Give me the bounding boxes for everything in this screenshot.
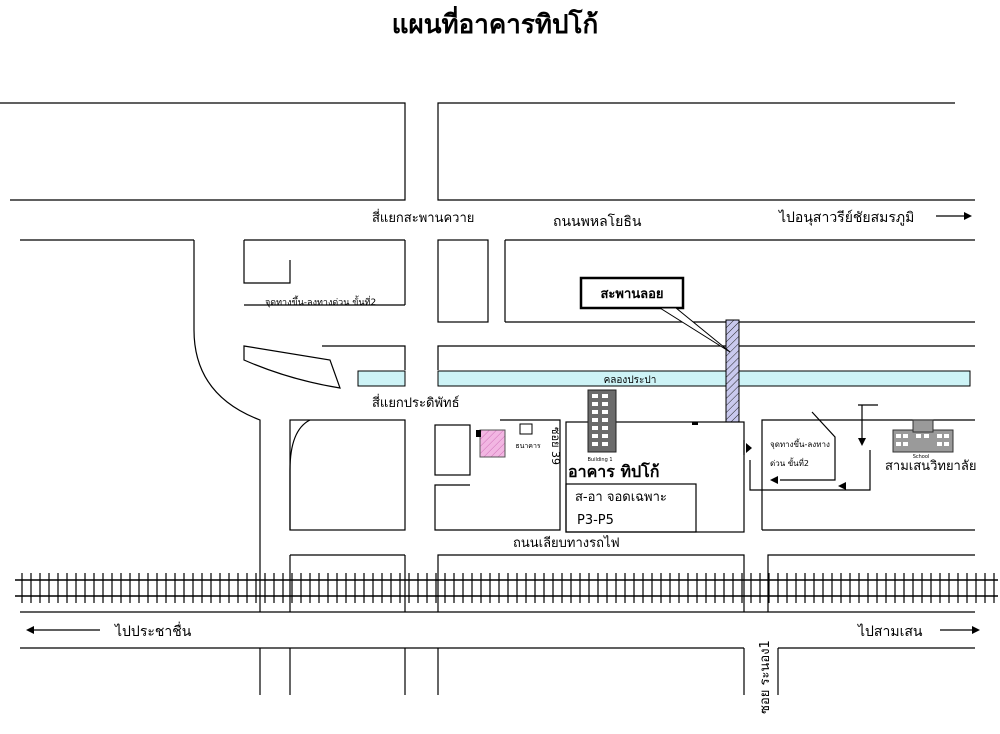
school-label: สามเสนวิทยาลัย	[885, 459, 976, 474]
bank-building	[479, 429, 506, 458]
block-west	[289, 419, 406, 531]
tipco-tower-icon	[587, 389, 617, 453]
label-ramp-left: จุดทางขึ้น-ลงทางด่วน ขั้นที่2	[265, 295, 376, 308]
block-railside	[437, 554, 745, 612]
block-top-left	[0, 102, 406, 201]
block-bank	[434, 419, 561, 531]
label-to-victory-monument: ไปอนุสาวรีย์ชัยสมรภูมิ	[778, 209, 914, 226]
bank-icon	[519, 423, 533, 435]
ramp-loop	[749, 450, 871, 491]
tipco-building-label: อาคาร ทิปโก้	[568, 461, 659, 481]
block-top-right	[437, 102, 975, 201]
bank-marker	[476, 430, 481, 437]
bridge-callout-label: สะพานลอย	[600, 287, 663, 302]
parking-line2: P3-P5	[577, 513, 614, 528]
label-railway-road: ถนนเลียบทางรถไฟ	[513, 535, 620, 551]
curve-road-left	[193, 240, 261, 612]
block-small	[434, 424, 471, 476]
entrance-marker	[692, 422, 698, 425]
ramp-arrow-left-icon	[770, 476, 778, 484]
school-building-icon	[892, 419, 954, 453]
road-edge	[322, 345, 406, 370]
block-east	[761, 419, 975, 530]
arrow-right-icon	[972, 626, 980, 634]
canal-prapa	[437, 370, 971, 387]
label-to-pracha-chuen: ไปประชาชื่น	[114, 622, 192, 640]
railway-track	[15, 573, 998, 603]
pedestrian-bridge	[725, 319, 740, 423]
bridge-callout-box	[579, 276, 685, 310]
bridge-callout-pointer	[658, 307, 731, 353]
ramp-block	[243, 240, 291, 284]
label-soi-ranong-1: ซอย ระนอง1	[758, 640, 773, 714]
ramp-arrow-down-icon	[858, 438, 866, 446]
bank-label: ธนาคาร	[515, 442, 541, 450]
ramp-right-label-2: ด่วน ขั้นที่2	[770, 457, 809, 468]
school-caption: School	[913, 454, 930, 460]
arrow-left-icon	[26, 626, 34, 634]
parking-line1: ส-อา จอดเฉพาะ	[575, 490, 667, 505]
label-saphan-khwai: สี่แยกสะพานควาย	[372, 209, 474, 226]
label-pradiphat: สี่แยกประดิพัทธ์	[372, 394, 460, 411]
canal-label: คลองประปา	[604, 375, 657, 386]
gate-arrow-icon	[746, 443, 752, 453]
parking-box	[565, 483, 697, 533]
ramp-curve-block	[243, 345, 341, 389]
ramp-arrow-left2-icon	[838, 482, 846, 490]
median-block	[437, 239, 489, 323]
ramp-right	[780, 411, 836, 481]
label-to-samsen: ไปสามเสน	[857, 623, 923, 640]
road-edge	[437, 345, 975, 370]
map-title: แผนที่อาคารทิปโก้	[392, 5, 598, 40]
canal-prapa-west	[357, 370, 406, 387]
tower-caption: Building 1	[587, 457, 612, 463]
curve-road-inner	[289, 419, 311, 530]
soi-39-label: ซอย 39	[549, 427, 562, 465]
label-phahonyothin: ถนนพหลโยธิน	[553, 213, 642, 230]
ramp-right-label-1: จุดทางขึ้น-ลงทาง	[770, 438, 830, 449]
arrow-right-icon	[964, 212, 972, 220]
block-railside-east	[767, 554, 975, 612]
